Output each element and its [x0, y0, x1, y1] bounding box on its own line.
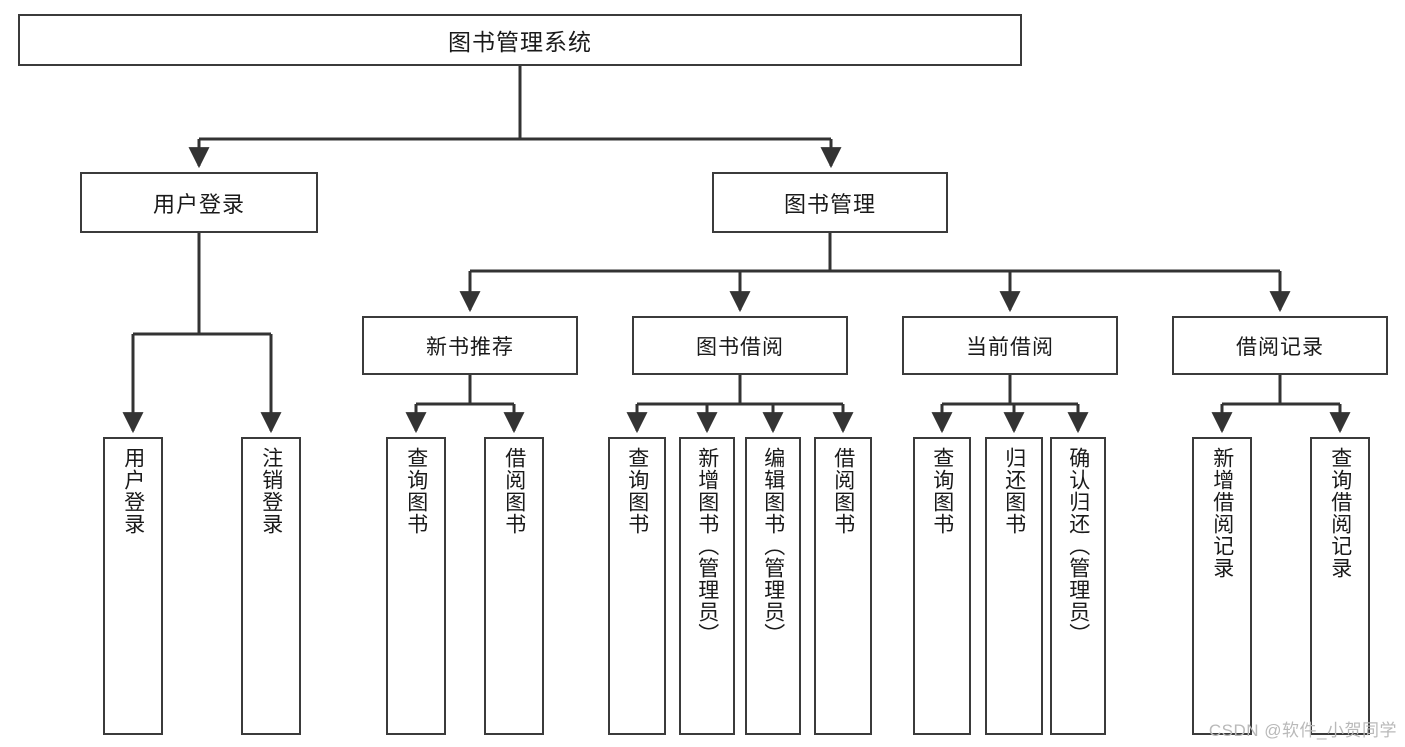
node-leaf-query-book-3-label: 查询图书 — [930, 447, 954, 535]
node-leaf-query-book-3[interactable]: 查询图书 — [913, 437, 971, 735]
node-leaf-query-book-2-label: 查询图书 — [625, 447, 649, 535]
node-current-borrow-label: 当前借阅 — [966, 335, 1054, 359]
node-leaf-add-record-label: 新增借阅记录 — [1210, 447, 1234, 579]
node-leaf-query-book-1[interactable]: 查询图书 — [386, 437, 446, 735]
node-root-label: 图书管理系统 — [448, 29, 592, 55]
node-leaf-query-record-label: 查询借阅记录 — [1328, 447, 1352, 579]
node-leaf-borrow-book-2[interactable]: 借阅图书 — [814, 437, 872, 735]
node-leaf-confirm-return[interactable]: 确认归还（管理员） — [1050, 437, 1106, 735]
node-leaf-borrow-book-2-label: 借阅图书 — [831, 447, 855, 535]
node-leaf-query-record[interactable]: 查询借阅记录 — [1310, 437, 1370, 735]
node-current-borrow[interactable]: 当前借阅 — [902, 316, 1118, 375]
node-leaf-user-login-label: 用户登录 — [121, 447, 145, 535]
node-leaf-user-logout[interactable]: 注销登录 — [241, 437, 301, 735]
node-leaf-add-book-label: 新增图书（管理员） — [695, 447, 719, 645]
node-book-borrow-label: 图书借阅 — [696, 335, 784, 359]
node-new-book-rec-label: 新书推荐 — [426, 335, 514, 359]
node-leaf-borrow-book-1[interactable]: 借阅图书 — [484, 437, 544, 735]
node-leaf-borrow-book-1-label: 借阅图书 — [502, 447, 526, 535]
node-leaf-user-logout-label: 注销登录 — [259, 447, 283, 535]
node-leaf-user-login[interactable]: 用户登录 — [103, 437, 163, 735]
node-book-manage-label: 图书管理 — [783, 191, 876, 217]
node-user-login[interactable]: 用户登录 — [80, 172, 318, 233]
node-root[interactable]: 图书管理系统 — [18, 14, 1022, 66]
node-book-borrow[interactable]: 图书借阅 — [632, 316, 848, 375]
node-new-book-rec[interactable]: 新书推荐 — [362, 316, 578, 375]
node-leaf-confirm-return-label: 确认归还（管理员） — [1066, 447, 1090, 645]
node-leaf-query-book-2[interactable]: 查询图书 — [608, 437, 666, 735]
node-borrow-record[interactable]: 借阅记录 — [1172, 316, 1388, 375]
watermark-text: CSDN @软件_小贺同学 — [1208, 721, 1397, 740]
node-leaf-return-book-label: 归还图书 — [1002, 447, 1026, 535]
node-leaf-edit-book-label: 编辑图书（管理员） — [761, 447, 785, 645]
node-borrow-record-label: 借阅记录 — [1236, 335, 1324, 359]
node-book-manage[interactable]: 图书管理 — [712, 172, 948, 233]
node-leaf-edit-book[interactable]: 编辑图书（管理员） — [745, 437, 801, 735]
node-leaf-add-record[interactable]: 新增借阅记录 — [1192, 437, 1252, 735]
node-user-login-label: 用户登录 — [152, 191, 245, 217]
node-leaf-add-book[interactable]: 新增图书（管理员） — [679, 437, 735, 735]
node-leaf-query-book-1-label: 查询图书 — [404, 447, 428, 535]
node-leaf-return-book[interactable]: 归还图书 — [985, 437, 1043, 735]
